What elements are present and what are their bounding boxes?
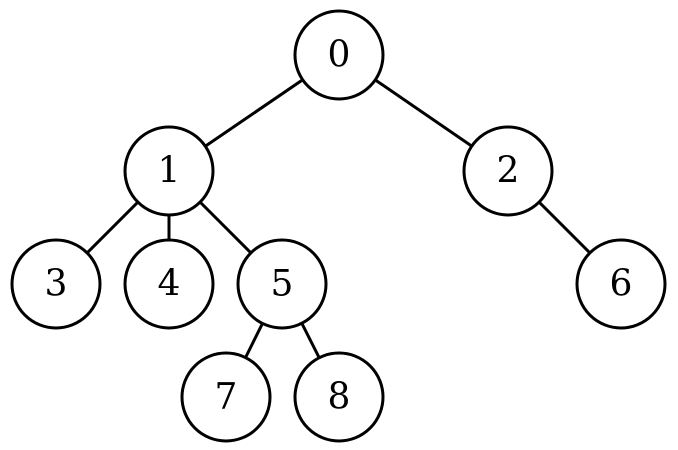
node-label: 4 [158,264,181,305]
node-circle [293,351,385,443]
node-4: 4 [123,238,215,330]
node-2: 2 [462,125,554,217]
node-circle [180,351,272,443]
node-label: 0 [328,35,351,76]
node-circle [10,238,102,330]
node-circle [462,125,554,217]
node-label: 6 [610,264,633,305]
node-circle [293,9,385,101]
node-8: 8 [293,351,385,443]
nodes-layer: 0 1 2 3 4 5 6 7 8 [10,9,667,443]
node-5: 5 [236,238,328,330]
node-circle [236,238,328,330]
node-label: 5 [271,264,294,305]
node-label: 1 [158,151,181,192]
node-label: 8 [328,377,351,418]
node-3: 3 [10,238,102,330]
node-7: 7 [180,351,272,443]
node-label: 2 [497,151,520,192]
node-circle [123,125,215,217]
node-1: 1 [123,125,215,217]
node-circle [123,238,215,330]
node-6: 6 [575,238,667,330]
node-label: 3 [45,264,68,305]
edges-layer [54,53,623,399]
node-circle [575,238,667,330]
node-0: 0 [293,9,385,101]
node-label: 7 [215,377,238,418]
